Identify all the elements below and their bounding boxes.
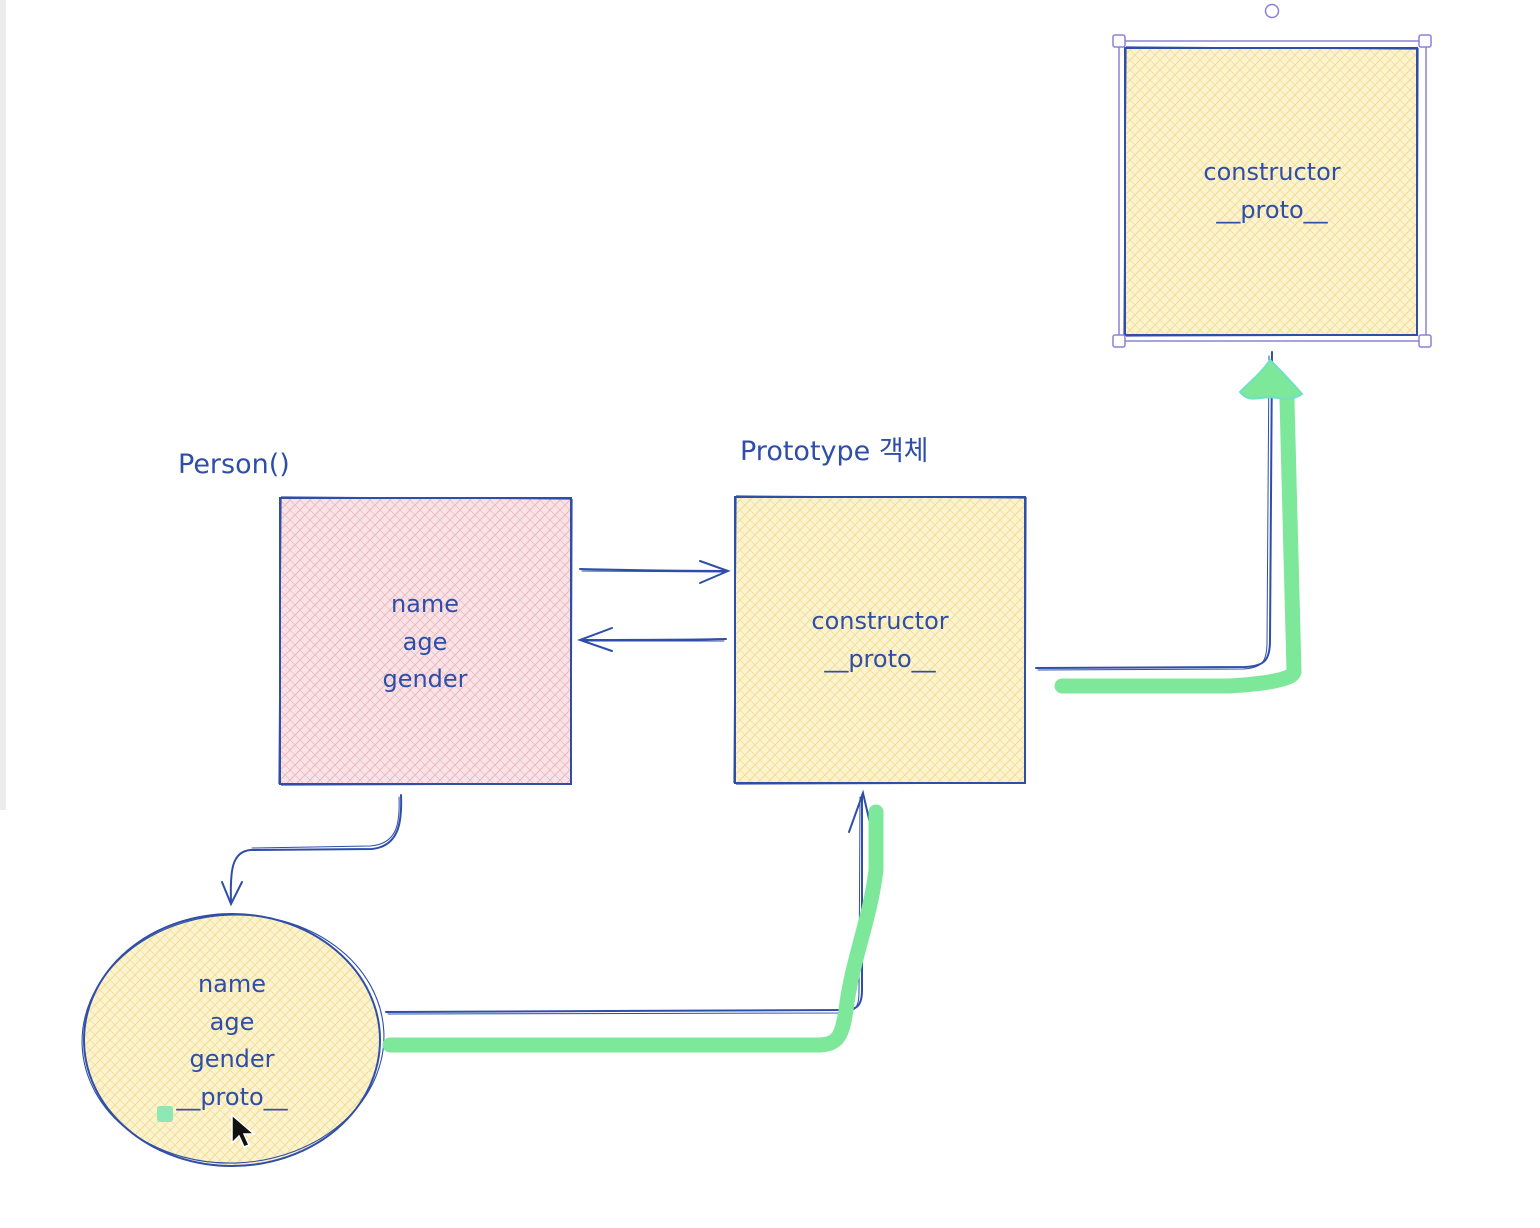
top-object-field: __proto__	[1215, 196, 1328, 224]
rotate-handle[interactable]	[1264, 3, 1280, 19]
resize-handle[interactable]	[1112, 334, 1126, 348]
resize-handle[interactable]	[1418, 34, 1432, 48]
highlight-arrowhead	[1238, 358, 1304, 400]
arrow-instance-to-prototype[interactable]	[385, 789, 873, 1015]
prototype-box[interactable]: constructor __proto__	[733, 495, 1027, 785]
resize-handle[interactable]	[1112, 34, 1126, 48]
top-object-box[interactable]: constructor __proto__	[1123, 46, 1419, 337]
prototype-field: constructor	[811, 607, 948, 635]
mouse-cursor-icon	[231, 1113, 257, 1148]
arrow-prototype-to-top[interactable]	[1035, 351, 1273, 671]
highlight-dot	[157, 1106, 173, 1122]
left-panel-edge	[0, 0, 6, 810]
resize-handle[interactable]	[1418, 334, 1432, 348]
selection-frame[interactable]	[1112, 3, 1432, 348]
instance-ellipse[interactable]: name age gender __proto__	[76, 907, 391, 1170]
prototype-title: Prototype 객체	[740, 436, 929, 467]
highlight-instance-chain	[382, 804, 884, 1053]
prototype-field: __proto__	[823, 645, 936, 673]
instance-field: age	[210, 1008, 255, 1036]
instance-field: gender	[189, 1045, 274, 1073]
person-field: name	[391, 590, 459, 618]
instance-field: __proto__	[175, 1083, 288, 1111]
top-object-field: constructor	[1203, 158, 1340, 186]
arrow-person-to-instance[interactable]	[221, 794, 403, 907]
person-field: gender	[382, 665, 467, 693]
person-box[interactable]: name age gender	[278, 496, 573, 786]
highlight-prototype-chain	[1054, 392, 1302, 694]
arrow-prototype-to-person[interactable]	[577, 627, 727, 652]
instance-field: name	[198, 970, 266, 998]
person-field: age	[403, 628, 448, 656]
arrow-person-to-prototype[interactable]	[579, 560, 731, 584]
person-title: Person()	[178, 449, 290, 480]
